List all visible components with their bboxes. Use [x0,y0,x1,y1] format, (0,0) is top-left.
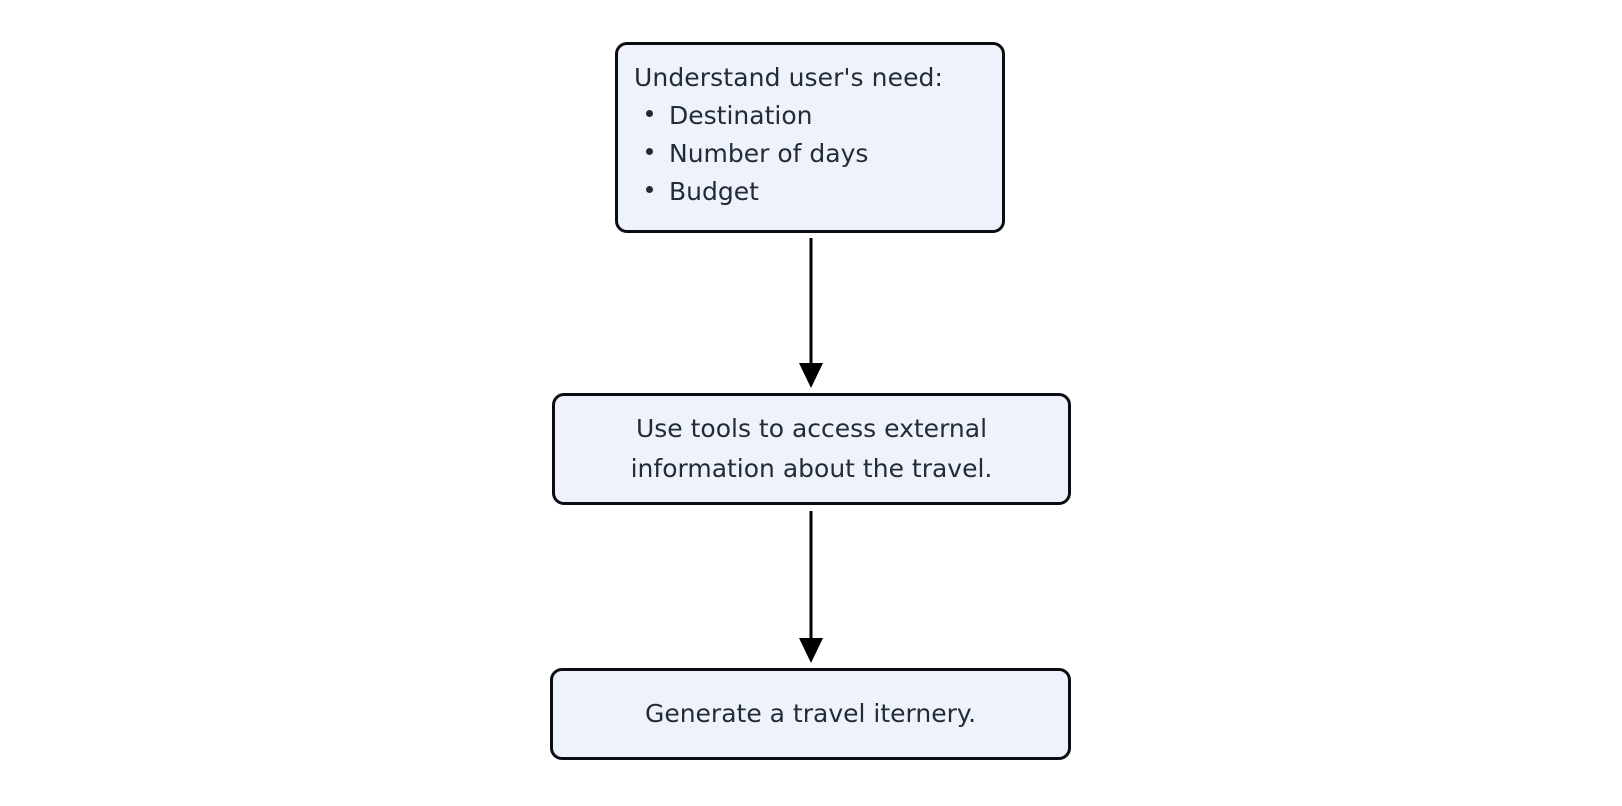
list-item-label: Number of days [669,139,869,168]
list-item-label: Destination [669,101,813,130]
node-text-line: Generate a travel iternery. [644,699,977,728]
flowchart-edge-tools-to-generate [786,505,836,668]
node-text-line: Use tools to access external [635,414,988,443]
bullet-dot-icon [646,148,653,155]
bullet-dot-icon [646,110,653,117]
arrowhead-icon [799,638,823,663]
flowchart-node-generate-itinerary[interactable]: Generate a travel iternery. [550,668,1071,760]
bullet-dot-icon [646,186,653,193]
flowchart-node-understand-user-need[interactable]: Understand user's need: Destination Numb… [615,42,1005,233]
node-heading: Understand user's need: [634,63,944,92]
node-text-line: information about the travel. [630,454,993,483]
list-item-label: Budget [669,177,759,206]
list-item: Destination [646,97,986,135]
node-text: Generate a travel iternery. [645,694,976,734]
bullet-list: Destination Number of days Budget [634,97,986,211]
flowchart-edge-understand-to-tools [786,233,836,393]
list-item: Budget [646,173,986,211]
list-item: Number of days [646,135,986,173]
node-text: Use tools to access external information… [631,409,993,489]
arrowhead-icon [799,363,823,388]
flowchart-node-use-tools[interactable]: Use tools to access external information… [552,393,1071,505]
